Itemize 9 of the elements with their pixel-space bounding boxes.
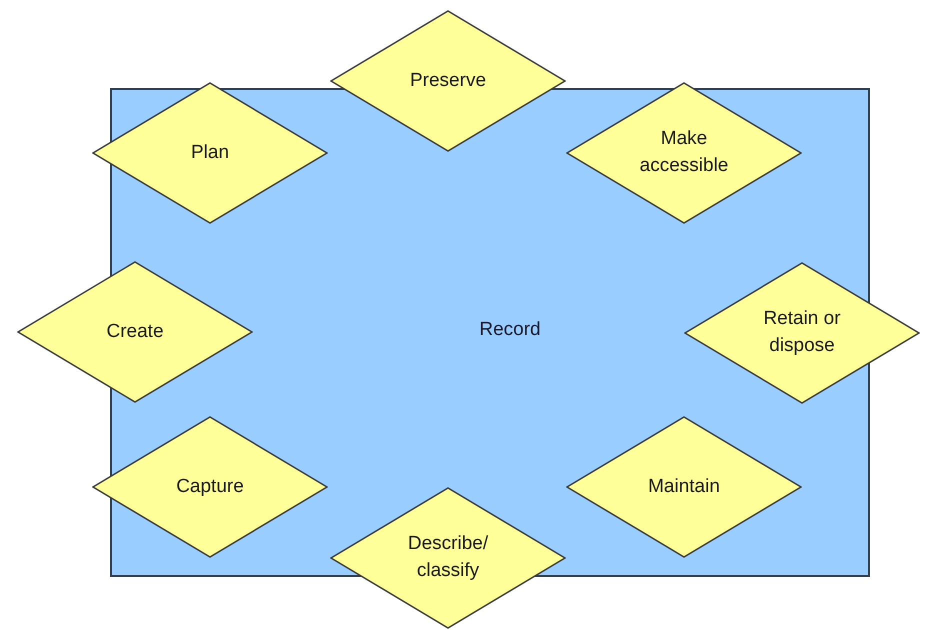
node-label: Make accessible	[638, 127, 730, 178]
node-label: Capture	[176, 474, 244, 499]
node-label: Preserve	[410, 68, 486, 93]
node-label: Describe/ classify	[406, 532, 490, 583]
node-label: Maintain	[648, 474, 720, 499]
node-label: Create	[106, 320, 164, 344]
node-label: Plan	[190, 140, 230, 165]
node-label: Retain or dispose	[762, 307, 842, 358]
node-label: Record	[479, 318, 541, 342]
